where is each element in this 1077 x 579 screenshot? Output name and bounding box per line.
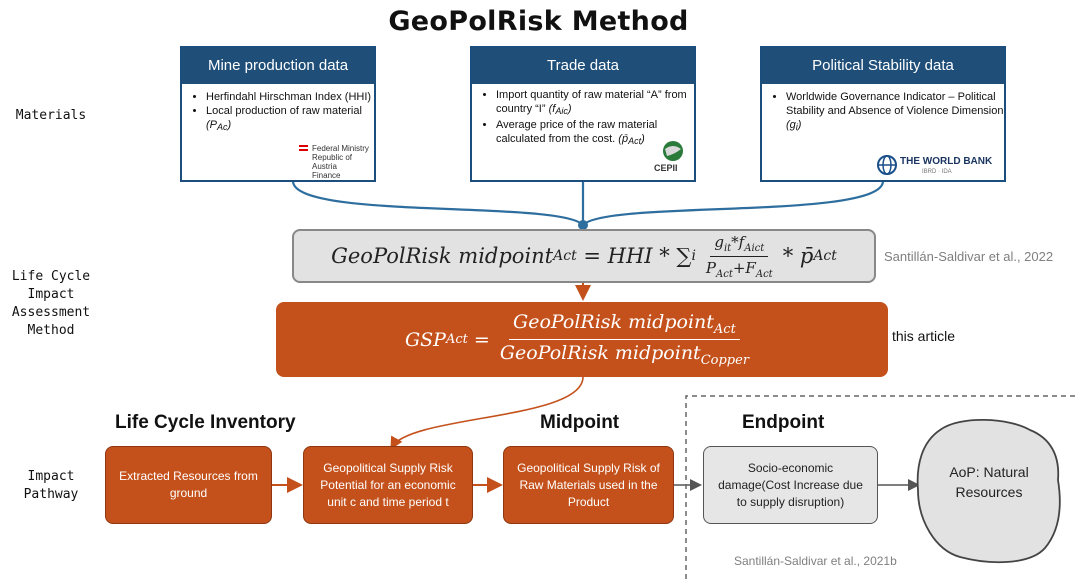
pathway-socio-economic-damage: Socio-economic damage(Cost Increase due … bbox=[703, 446, 878, 524]
cepii-globe-icon bbox=[658, 140, 688, 162]
diagram-title: GeoPolRisk Method bbox=[388, 6, 689, 37]
card-trade-bullet-1: Import quantity of raw material “A” from… bbox=[496, 88, 694, 118]
row-label-materials: Materials bbox=[15, 108, 87, 123]
card-mine-bullet-1: Herfindahl Hirschman Index (HHI) bbox=[206, 90, 374, 104]
card-trade-list: Import quantity of raw material “A” from… bbox=[472, 88, 694, 148]
connector-mine bbox=[291, 180, 584, 226]
card-trade-bullet-2: Average price of the raw material calcul… bbox=[496, 118, 694, 148]
section-midpoint: Midpoint bbox=[540, 412, 620, 433]
card-mine-production: Mine production data Herfindahl Hirschma… bbox=[180, 46, 376, 182]
austria-flag-icon bbox=[299, 145, 308, 147]
section-endpoint: Endpoint bbox=[742, 412, 825, 433]
card-political-stability: Political Stability data Worldwide Gover… bbox=[760, 46, 1006, 182]
card-trade-header: Trade data bbox=[472, 48, 694, 84]
card-mine-bullet-2: Local production of raw material(PAc) bbox=[206, 104, 374, 134]
card-political-list: Worldwide Governance Indicator – Politic… bbox=[762, 90, 1004, 134]
formula2-fraction: GeoPolRisk midpointAct GeoPolRisk midpoi… bbox=[499, 311, 750, 368]
austria-finance-logo: Federal Ministry Republic of Austria Fin… bbox=[312, 144, 369, 180]
row-label-lcia: Life Cycle Impact Assessment Method bbox=[11, 269, 91, 338]
cepii-logo: CEPII bbox=[654, 163, 678, 173]
citation-2022: Santillán-Saldivar et al., 2022 bbox=[884, 249, 1054, 264]
formula1-fraction: git*fAict PAct+FAct bbox=[705, 232, 773, 280]
pathway-supply-risk-raw-materials: Geopolitical Supply Risk of Raw Material… bbox=[503, 446, 674, 524]
aop-natural-resources-label: AoP: Natural Resources bbox=[949, 464, 1029, 500]
connector-political bbox=[582, 180, 885, 226]
card-trade-data: Trade data Import quantity of raw materi… bbox=[470, 46, 696, 182]
pathway-gsp-potential: Geopolitical Supply Risk Potential for a… bbox=[303, 446, 473, 524]
card-mine-list: Herfindahl Hirschman Index (HHI) Local p… bbox=[182, 90, 374, 134]
connector-node bbox=[578, 220, 588, 230]
world-bank-globe-icon bbox=[876, 154, 898, 176]
aop-shape bbox=[916, 418, 1061, 564]
arrow-gsp-to-pathway bbox=[390, 376, 584, 450]
world-bank-logo: THE WORLD BANK bbox=[900, 156, 993, 167]
pathway-extracted-resources: Extracted Resources from ground bbox=[105, 446, 272, 524]
citation-2021b: Santillán-Saldivar et al., 2021b bbox=[734, 554, 897, 568]
row-label-impact-pathway: Impact Pathway bbox=[23, 469, 79, 502]
card-mine-header: Mine production data bbox=[182, 48, 374, 84]
endpoint-dashed-frame bbox=[685, 395, 1076, 579]
card-political-bullet-1: Worldwide Governance Indicator – Politic… bbox=[786, 90, 1004, 134]
world-bank-subtitle: IBRD · IDA bbox=[922, 169, 952, 175]
section-life-cycle-inventory: Life Cycle Inventory bbox=[115, 412, 296, 433]
card-political-header: Political Stability data bbox=[762, 48, 1004, 84]
citation-this-article: this article bbox=[892, 328, 956, 344]
